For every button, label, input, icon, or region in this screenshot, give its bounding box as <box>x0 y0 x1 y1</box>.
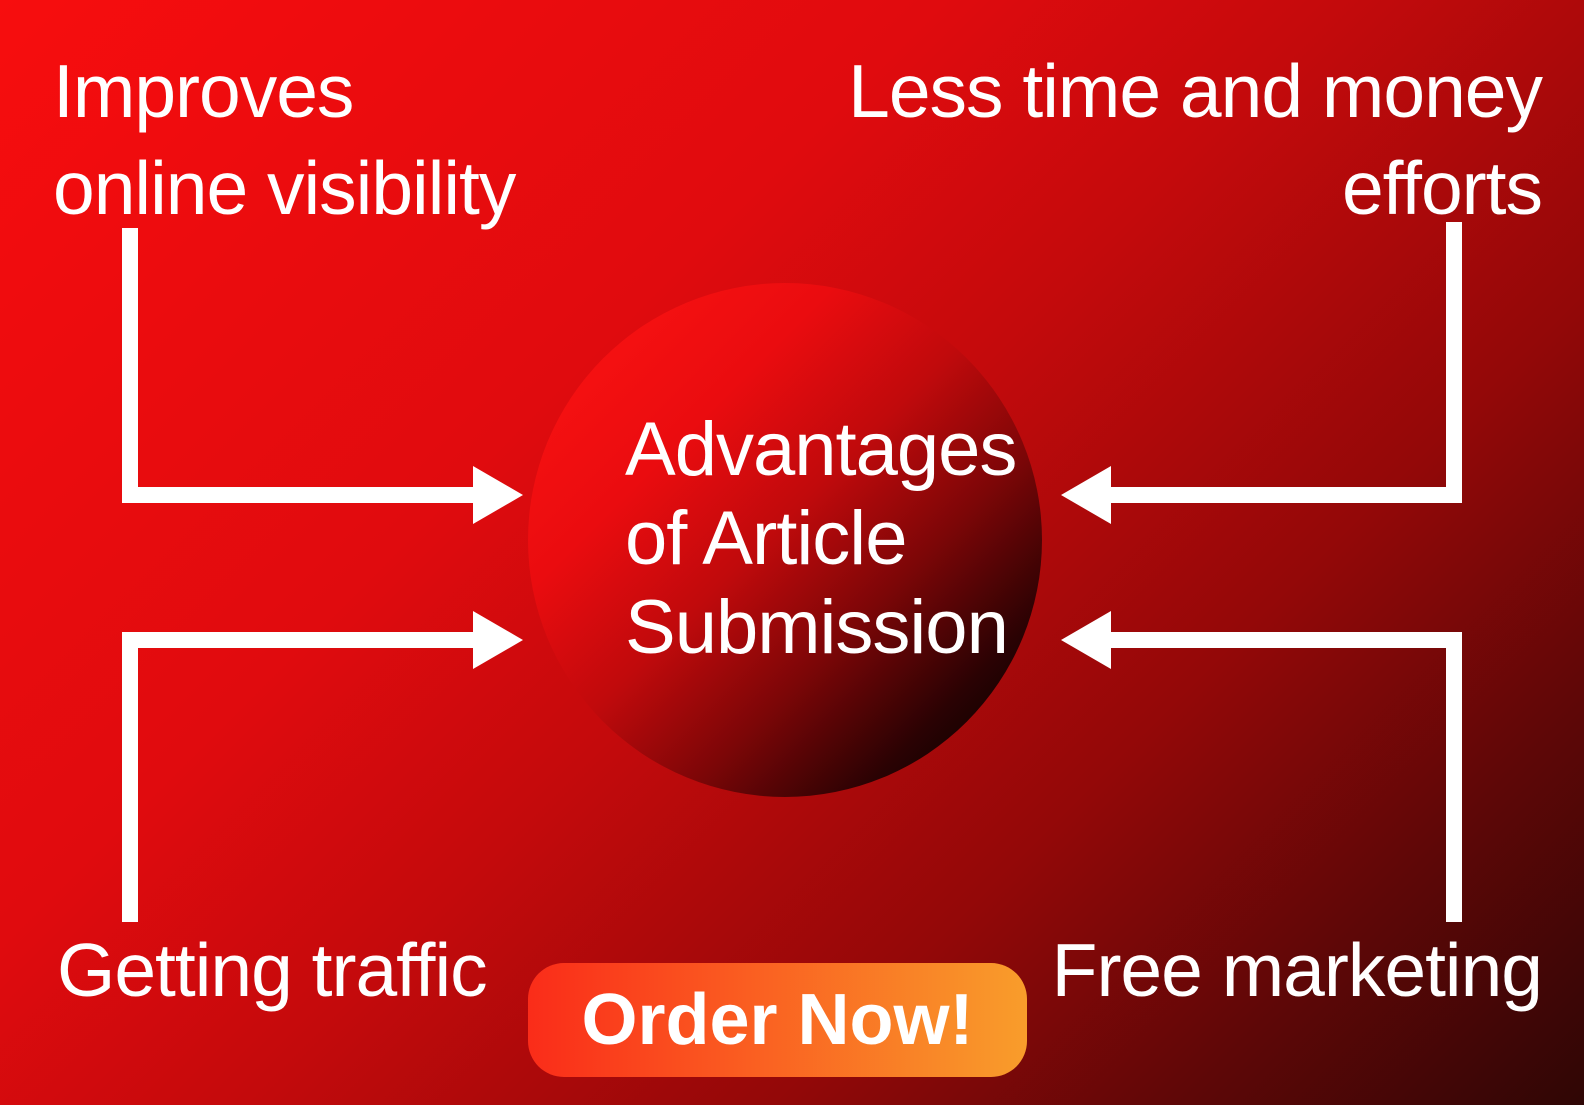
label-free-marketing: Free marketing <box>1051 922 1543 1019</box>
arrow-vertical-line <box>1446 222 1462 503</box>
label-line: efforts <box>1341 146 1543 230</box>
center-circle: Advantages of Article Submission <box>528 283 1042 797</box>
arrow-vertical-line <box>1446 632 1462 922</box>
order-now-button[interactable]: Order Now! <box>528 963 1027 1077</box>
arrowhead-left-icon <box>1061 611 1111 669</box>
label-getting-traffic: Getting traffic <box>57 922 488 1019</box>
order-now-label: Order Now! <box>581 980 974 1060</box>
label-improves-online-visibility: Improves online visibility <box>53 43 516 237</box>
label-line: Less time and money <box>848 49 1543 133</box>
label-line: online visibility <box>53 146 516 230</box>
label-line: Improves <box>53 49 354 133</box>
arrow-horizontal-line <box>122 632 473 648</box>
arrow-horizontal-line <box>1111 632 1462 648</box>
arrow-horizontal-line <box>122 487 473 503</box>
label-less-time-and-money: Less time and money efforts <box>848 43 1543 237</box>
arrow-vertical-line <box>122 228 138 503</box>
center-circle-title: Advantages of Article Submission <box>625 405 1017 672</box>
title-line: Submission <box>625 585 1009 670</box>
arrowhead-right-icon <box>473 611 523 669</box>
arrowhead-left-icon <box>1061 466 1111 524</box>
label-line: Free marketing <box>1051 928 1543 1012</box>
title-line: Advantages <box>625 407 1017 492</box>
arrow-horizontal-line <box>1111 487 1462 503</box>
arrowhead-right-icon <box>473 466 523 524</box>
arrow-vertical-line <box>122 632 138 922</box>
label-line: Getting traffic <box>57 928 488 1012</box>
title-line: of Article <box>625 496 907 581</box>
